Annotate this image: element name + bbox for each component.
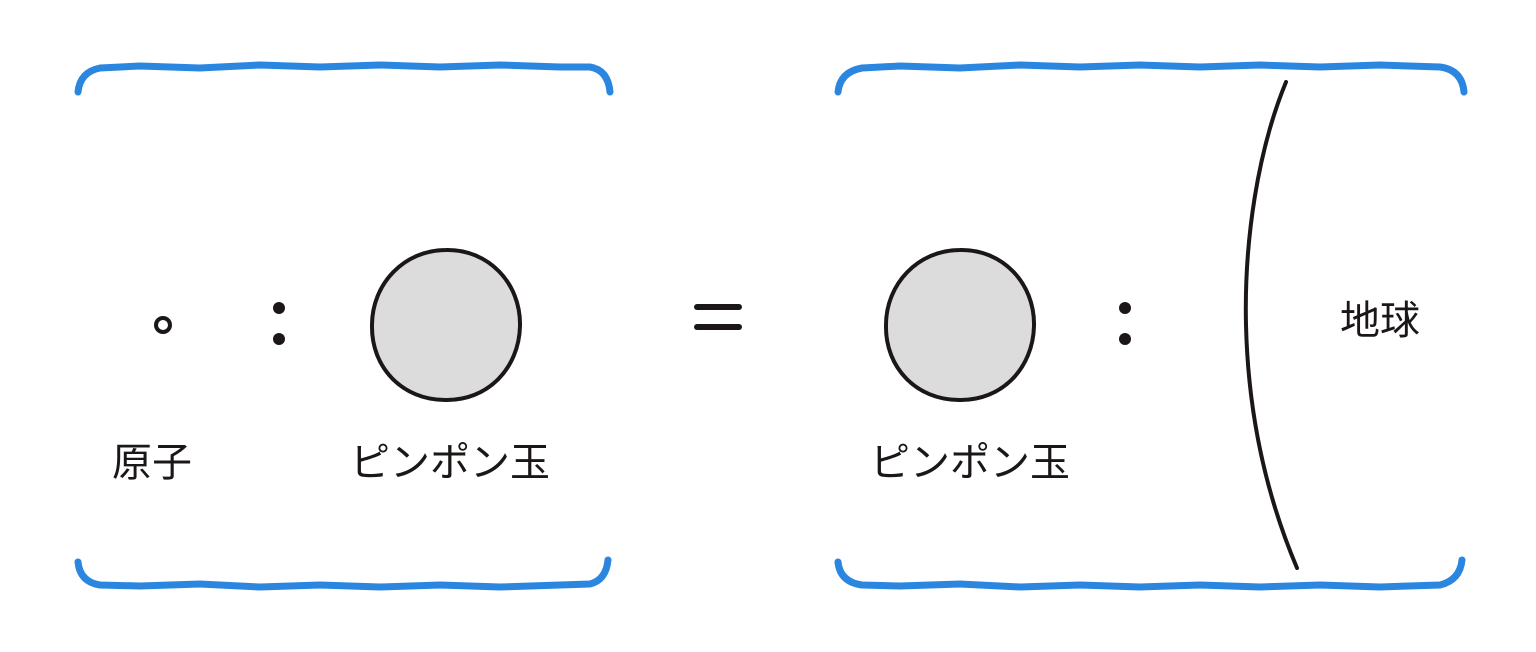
left-panel: 原子 ピンポン玉 [74,61,614,591]
right-top-bracket [834,61,1468,96]
right-panel: ピンポン玉 地球 [834,61,1468,591]
left-ratio-colon [273,302,285,345]
earth-surface-arc [1243,80,1299,570]
atom-dot [154,316,172,334]
left-ping-pong-ball [369,247,523,403]
right-bottom-bracket [834,556,1466,591]
atom-label: 原子 [112,440,192,486]
left-ping-pong-label: ピンポン玉 [350,440,550,486]
right-ping-pong-label: ピンポン玉 [870,440,1070,486]
left-top-bracket [74,61,614,96]
colon-dot-top [273,302,285,314]
right-ping-pong-ball [883,247,1037,403]
earth-label: 地球 [1340,298,1420,344]
colon-dot-bottom [273,333,285,345]
colon-dot-bottom [1119,333,1131,345]
left-bottom-bracket [74,556,612,591]
equals-sign [694,304,742,330]
colon-dot-top [1119,302,1131,314]
right-ratio-colon [1119,302,1131,345]
